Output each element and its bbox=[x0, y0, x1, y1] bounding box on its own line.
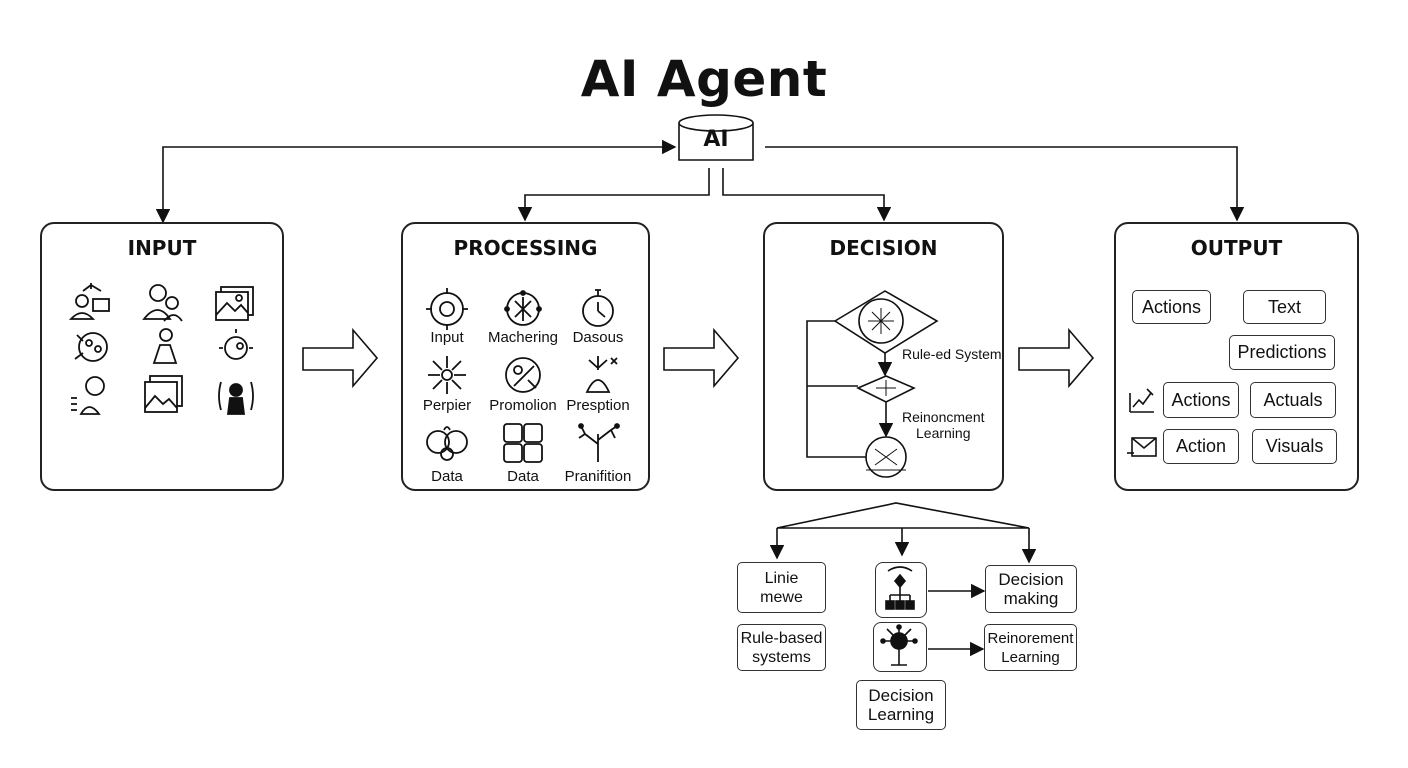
neural-spark-icon bbox=[428, 356, 466, 394]
processing-title: PROCESSING bbox=[453, 236, 598, 260]
output-actions: Actions bbox=[1132, 290, 1211, 324]
agent-robot-icon bbox=[875, 562, 927, 618]
hub-left-connector bbox=[155, 139, 677, 224]
processing-label: Presption bbox=[566, 397, 630, 414]
processing-panel: PROCESSING bbox=[401, 222, 650, 491]
decision-panel: DECISION bbox=[763, 222, 1004, 491]
gear-cycle-icon bbox=[426, 288, 468, 330]
hub-label: AI bbox=[703, 127, 729, 152]
search-user-icon bbox=[71, 376, 105, 415]
image-stack-icon bbox=[215, 286, 254, 321]
output-predictions: Predictions bbox=[1229, 335, 1335, 370]
hub-right-connector bbox=[765, 146, 1245, 222]
output-text: Text bbox=[1243, 290, 1326, 324]
network-node-icon bbox=[504, 290, 542, 326]
hub-cylinder bbox=[678, 114, 754, 161]
decision-title: DECISION bbox=[829, 236, 938, 260]
processing-label: Dasous bbox=[572, 329, 624, 346]
processing-label: Machering bbox=[487, 329, 559, 346]
output-visuals: Visuals bbox=[1252, 429, 1337, 464]
rule-system-label: Rule-ed System bbox=[902, 346, 1002, 362]
flow-arrow-processing-decision bbox=[663, 327, 740, 389]
diagram-title: AI Agent bbox=[580, 50, 828, 108]
input-title: INPUT bbox=[127, 236, 197, 260]
output-actuals: Actuals bbox=[1250, 382, 1336, 418]
tree-circuit-icon bbox=[578, 423, 620, 462]
reinforcement-label: Reinoncment Learning bbox=[902, 409, 985, 441]
processing-label: Data bbox=[431, 468, 463, 485]
processing-label: Data bbox=[507, 468, 539, 485]
decision-tree-connectors bbox=[769, 502, 1037, 657]
processing-label: Input bbox=[430, 329, 464, 346]
puzzle-icon bbox=[503, 423, 543, 463]
brain-chip-icon bbox=[74, 332, 108, 362]
timer-icon bbox=[582, 289, 614, 327]
brain-nodes-icon bbox=[426, 426, 468, 461]
processing-label: Perpier bbox=[422, 397, 472, 414]
tree-box-left-1: Linie mewe bbox=[737, 562, 826, 613]
network-user-icon bbox=[68, 283, 110, 320]
process-globe-icon bbox=[505, 357, 541, 393]
tree-box-left-2: Rule-based systems bbox=[737, 624, 826, 671]
tree-box-right-1: Decision making bbox=[985, 565, 1077, 613]
users-icon bbox=[142, 284, 183, 322]
tree-network-icon bbox=[873, 622, 927, 672]
processing-label: Pranifition bbox=[564, 468, 632, 485]
flask-tree-icon bbox=[585, 356, 618, 393]
decision-flowchart bbox=[806, 290, 939, 478]
output-action: Action bbox=[1163, 429, 1239, 464]
chart-edit-icon bbox=[1129, 388, 1154, 413]
tree-box-right-2: Reinorement Learning bbox=[984, 624, 1077, 671]
flow-arrow-input-processing bbox=[302, 327, 379, 389]
processing-label: Promolion bbox=[489, 397, 557, 414]
output-title: OUTPUT bbox=[1190, 236, 1283, 260]
hub-processing-connector bbox=[517, 168, 710, 222]
person-icon bbox=[152, 328, 178, 364]
photos-icon bbox=[144, 375, 183, 413]
hub-decision-connector bbox=[722, 168, 892, 222]
flow-arrow-decision-output bbox=[1018, 327, 1095, 389]
tree-box-bottom: Decision Learning bbox=[856, 680, 946, 730]
signal-face-icon bbox=[219, 329, 253, 360]
signal-person-icon bbox=[218, 381, 254, 415]
output-actions-2: Actions bbox=[1163, 382, 1239, 418]
mail-icon bbox=[1127, 437, 1157, 457]
